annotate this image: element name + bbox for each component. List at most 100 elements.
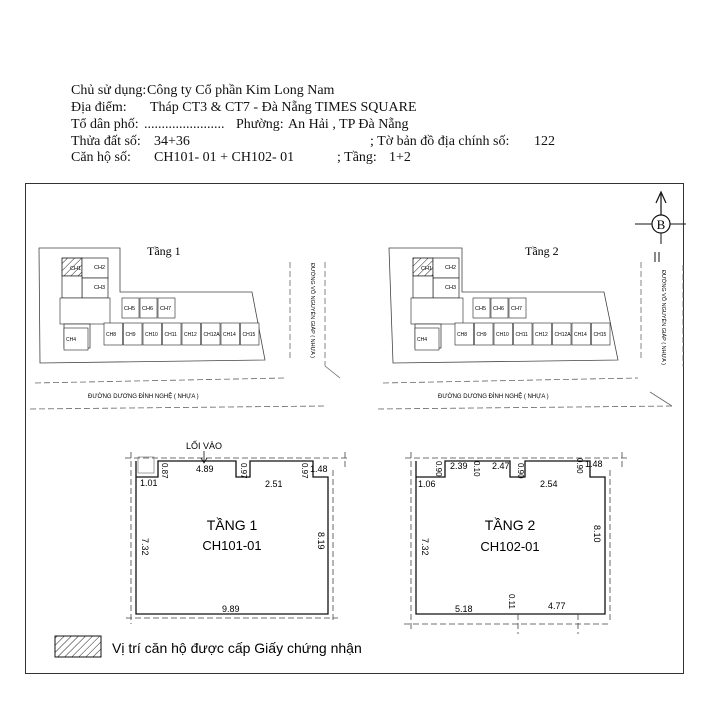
floor-label: ; Tầng:: [337, 150, 377, 165]
unit-box: [63, 327, 89, 351]
unit-box: [240, 322, 260, 346]
fp2-dim-left-step: 1.06: [418, 479, 436, 489]
unit-label: CH10: [145, 332, 158, 338]
fp1-title: TẦNG 1: [207, 517, 258, 533]
unit-label: CH15: [594, 332, 607, 338]
unit-label: CH7: [160, 306, 171, 312]
drawing-frame: [25, 183, 684, 674]
unit-label: CH12: [535, 332, 548, 338]
unit-box: [552, 322, 572, 346]
fp1-unit: CH101-01: [202, 538, 261, 553]
site-plan-floor-2: Tầng 2 ĐƯỜNG DƯƠNG ĐÌNH NGHỆ ( NHỰA ) ĐƯ…: [377, 244, 684, 410]
fp1-dim-top-right-b: 1.48: [310, 464, 328, 474]
unit-label: CH1: [70, 266, 81, 272]
unit-box: [472, 297, 491, 319]
ward-label: Phường:: [236, 117, 284, 132]
unit-box: [490, 297, 509, 319]
unit-box: [162, 322, 182, 346]
fp2-dim-top-a: 2.39: [450, 461, 468, 471]
unit-box: [454, 322, 474, 346]
north-letter: B: [657, 217, 666, 232]
unit-box: [157, 297, 176, 319]
unit-label: CH12A: [555, 332, 572, 338]
unit-box: [493, 322, 513, 346]
north-arrow-icon: B: [635, 190, 686, 262]
unit-box: [532, 322, 552, 346]
fp1-dim-top-mid: 0.97: [239, 463, 248, 479]
fp1-dim-right-step: 2.51: [265, 479, 283, 489]
ward-value: An Hải , TP Đà Nẵng: [288, 117, 409, 132]
location-label: Địa điểm:: [71, 100, 127, 115]
unit-label: CH12A: [204, 332, 221, 338]
site-plan-1-street-h: ĐƯỜNG DƯƠNG ĐÌNH NGHỆ ( NHỰA ): [88, 392, 199, 400]
fp1-dim-top-right-a: 0.97: [300, 463, 309, 479]
unit-label: CH12: [184, 332, 197, 338]
parcel-label: Thửa đất số:: [71, 134, 141, 149]
unit-box: [591, 322, 611, 346]
apartment-value: CH101- 01 + CH102- 01: [154, 150, 295, 165]
unit-label: CH14: [574, 332, 587, 338]
entrance-label: LỐI VÀO: [186, 440, 222, 451]
unit-box: [508, 297, 527, 319]
apartment-label: Căn hộ số:: [71, 150, 131, 165]
fp2-dim-bottom-left: 5.18: [455, 604, 473, 614]
fp2-dim-top-c: 2.47: [492, 461, 510, 471]
fp2-dim-bottom-mid: 0.11: [507, 594, 516, 610]
site-plan-2-title: Tầng 2: [525, 244, 559, 258]
owner-value: Công ty Cổ phần Kim Long Nam: [147, 83, 335, 98]
unit-label: CH9: [126, 332, 136, 338]
unit-label: CH6: [142, 306, 153, 312]
fp2-dim-right-step: 2.54: [540, 479, 558, 489]
unit-box: [571, 322, 591, 346]
unit-box: [513, 322, 533, 346]
site-plan-2-street-v: ĐƯỜNG VÕ NGUYÊN GIÁP ( NHỰA ): [660, 270, 668, 365]
fp1-dim-left-step: 1.01: [140, 478, 158, 488]
site-plan-1-street-v: ĐƯỜNG VÕ NGUYÊN GIÁP ( NHỰA ): [309, 263, 317, 358]
unit-label: CH14: [223, 332, 236, 338]
site-plan-floor-1: Tầng 1 ĐƯỜNG DƯƠNG ĐÌNH NGHỆ ( NHỰA ) ĐƯ…: [29, 244, 341, 410]
legend: Vị trí căn hộ được cấp Giấy chứng nhận: [54, 635, 362, 658]
floor-plan-2: 0.90 2.39 0.10 2.47 0.90 0.90 1.48 1.06 …: [404, 452, 630, 634]
unit-box: [414, 327, 440, 351]
unit-box: [121, 297, 140, 319]
unit-box: [123, 322, 143, 346]
unit-label: CH9: [477, 332, 487, 338]
fp2-dim-right-side: 8.10: [592, 525, 602, 543]
unit-label: CH2: [445, 265, 456, 271]
unit-label: CH3: [94, 285, 105, 291]
fp2-title: TẦNG 2: [485, 517, 536, 533]
fp2-dim-top-right-b: 1.48: [585, 459, 603, 469]
unit-label: CH8: [106, 332, 116, 338]
fp2-dim-top-right-a: 0.90: [575, 458, 584, 474]
unit-label: CH5: [124, 306, 135, 312]
group-label: Tổ dân phố:: [71, 117, 139, 132]
fp2-dim-left-side: 7.32: [420, 538, 430, 556]
fp2-dim-top-d: 0.90: [516, 463, 525, 479]
fp2-dim-top-left-a: 0.90: [434, 461, 443, 477]
legend-text: Vị trí căn hộ được cấp Giấy chứng nhận: [112, 640, 362, 656]
owner-label: Chủ sử dụng:: [71, 83, 147, 98]
location-value: Tháp CT3 & CT7 - Đà Nẵng TIMES SQUARE: [150, 100, 417, 115]
unit-label: CH1: [421, 266, 432, 272]
unit-label: CH4: [66, 337, 76, 343]
unit-box: [474, 322, 494, 346]
unit-label: CH15: [243, 332, 256, 338]
parcel-value: 34+36: [154, 134, 190, 149]
unit-label: CH8: [457, 332, 467, 338]
unit-label: CH4: [417, 337, 427, 343]
fp1-dim-top-main: 4.89: [196, 464, 214, 474]
hatch-swatch-icon: [54, 635, 102, 658]
unit-box: [103, 322, 123, 346]
group-value: .......................: [144, 117, 225, 132]
unit-box: [201, 322, 221, 346]
unit-label: CH7: [511, 306, 522, 312]
unit-label: CH11: [165, 332, 178, 338]
floor-value: 1+2: [389, 150, 411, 165]
unit-box: [139, 297, 158, 319]
site-plan-1-title: Tầng 1: [147, 244, 181, 258]
fp2-unit: CH102-01: [480, 539, 539, 554]
fp2-dim-top-b: 0.10: [472, 461, 481, 477]
fp1-dim-right-side: 8.19: [316, 532, 326, 550]
unit-label: CH2: [94, 265, 105, 271]
map-sheet-label: ; Tờ bản đồ địa chính số:: [370, 134, 510, 149]
